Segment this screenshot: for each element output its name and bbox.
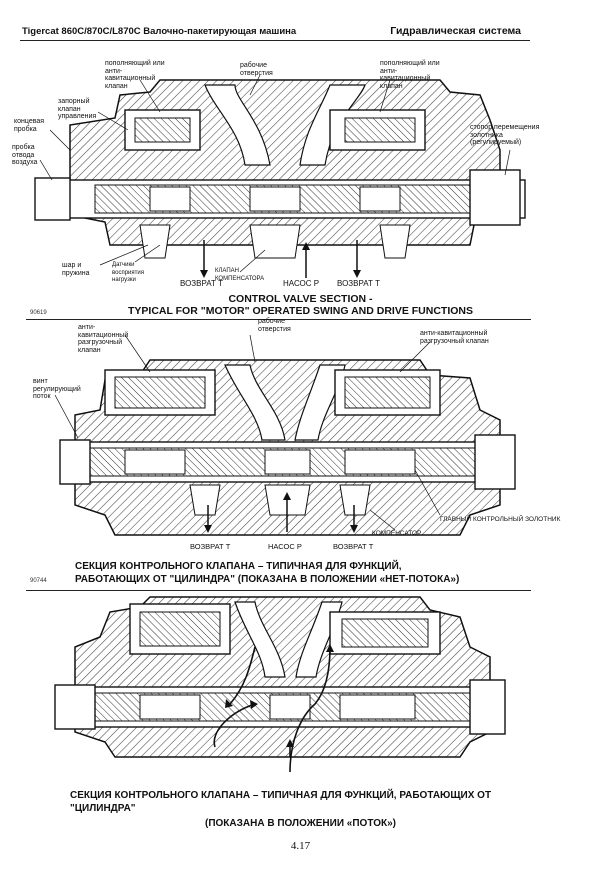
fig1-label-load-check: запорный клапан управления (58, 98, 97, 120)
fig1-label-work-ports: рабочие отверстия (240, 62, 273, 77)
fig1-label-makeup-right: пополняющий или анти-кавитационный клапа… (380, 60, 440, 90)
header-section-title: Гидравлическая система (390, 25, 521, 37)
fig1-code: 90619 (30, 310, 47, 316)
fig1-label-load-sense: Датчики восприятия нагрузки (112, 262, 144, 283)
fig2-caption-line2: РАБОТАЮЩИХ ОТ "ЦИЛИНДРА" (ПОКАЗАНА В ПОЛ… (75, 574, 460, 585)
fig1-label-return-right: ВОЗВРАТ Т (337, 279, 380, 288)
header-rule (20, 40, 530, 41)
fig1-label-makeup-left: пополняющий или анти-кавитационный клапа… (105, 60, 165, 90)
fig2-label-return-right: ВОЗВРАТ Т (333, 542, 374, 551)
fig1-label-pump: НАСОС Р (283, 279, 320, 288)
fig1-label-ball-spring: шар и пружина (62, 262, 90, 277)
fig3-caption-line1: СЕКЦИЯ КОНТРОЛЬНОГО КЛАПАНА – ТИПИЧНАЯ Д… (70, 790, 492, 801)
separator-1 (26, 319, 531, 320)
fig2-label-compensator: КОМПЕНСАТОР (372, 530, 422, 537)
figure3-valve-drawing (54, 596, 506, 773)
fig1-caption-line2: TYPICAL FOR "MOTOR" OPERATED SWING AND D… (128, 305, 473, 317)
fig1-caption-line1: CONTROL VALVE SECTION - (228, 293, 373, 305)
fig2-code: 90744 (30, 578, 47, 584)
fig1-label-compensator: КЛАПАН КОМПЕНСАТОРА (215, 268, 265, 282)
fig1-label-return-left: ВОЗВРАТ Т (180, 279, 223, 288)
fig3-caption-line3: (ПОКАЗАНА В ПОЛОЖЕНИИ «ПОТОК») (205, 818, 396, 829)
fig1-label-end-cap: концевая пробка (14, 118, 45, 133)
fig2-label-flow-screw: винт регулирующий поток (33, 378, 81, 400)
page-number: 4.17 (290, 840, 311, 852)
fig2-label-work-ports: рабочие отверстия (258, 318, 291, 333)
separator-2 (26, 590, 531, 591)
fig2-label-return-left: ВОЗВРАТ Т (190, 542, 231, 551)
header-doc-title: Tigercat 860C/870C/L870C Валочно-пакетир… (22, 26, 297, 37)
fig3-caption-line2: "ЦИЛИНДРА" (70, 803, 136, 814)
fig2-label-pump: НАСОС Р (268, 542, 302, 551)
fig2-label-anti-cav-left: анти-кавитационный разгрузочный клапан (78, 324, 129, 354)
fig1-label-air-bleed: пробка отвода воздуха (12, 144, 38, 166)
fig2-caption-line1: СЕКЦИЯ КОНТРОЛЬНОГО КЛАПАНА – ТИПИЧНАЯ Д… (75, 561, 402, 572)
fig2-label-anti-cav-right: анти-кавитационный разгрузочный клапан (420, 330, 489, 345)
figure2-valve-drawing (54, 334, 516, 536)
fig2-label-main-spool: ГЛАВНЫЙ КОНТРОЛЬНЫЙ ЗОЛОТНИК (440, 516, 561, 523)
figure1-valve-drawing (34, 74, 526, 278)
fig1-label-spool-stop: стопор перемещения золотника (регулируем… (470, 124, 540, 146)
